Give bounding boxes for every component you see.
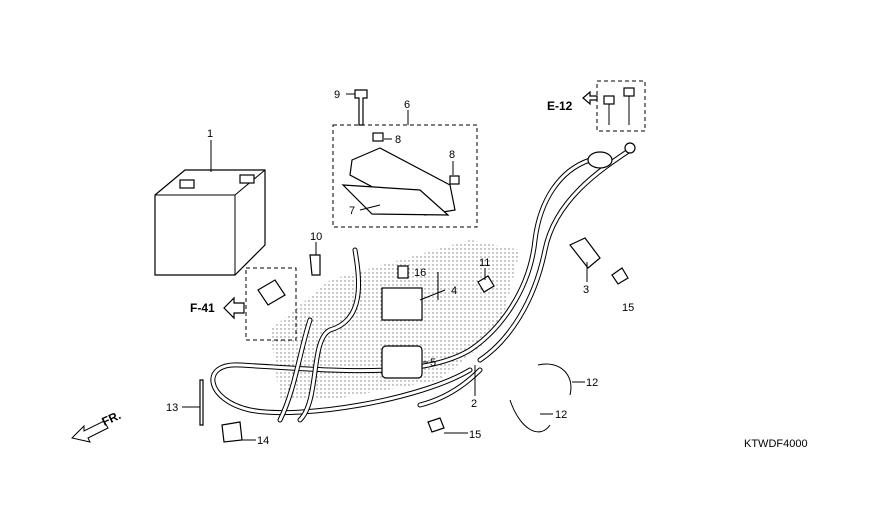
callout-3: 3 xyxy=(583,284,589,296)
diagram-code: KTWDF4000 xyxy=(744,438,808,450)
front-arrow-icon xyxy=(71,420,109,443)
fuse-box-part xyxy=(341,89,460,216)
ref-e12[interactable]: E-12 xyxy=(547,99,573,113)
ref-f41[interactable]: F-41 xyxy=(190,301,215,315)
band-12a-part xyxy=(537,363,572,396)
wire-harness xyxy=(210,142,636,423)
callout-8b: 8 xyxy=(449,149,455,161)
callout-10: 10 xyxy=(310,231,322,243)
callout-9: 9 xyxy=(334,89,340,101)
callout-13: 13 xyxy=(166,402,178,414)
fuse-box-frame xyxy=(332,124,478,228)
callout-6: 6 xyxy=(404,99,410,111)
fuse-16-part xyxy=(397,265,409,279)
callout-15a: 15 xyxy=(622,302,634,314)
callout-8a: 8 xyxy=(395,134,401,146)
front-label: FR. xyxy=(100,408,123,429)
relay-5-part xyxy=(381,345,423,379)
e12-frame xyxy=(596,80,646,132)
callout-16: 16 xyxy=(414,267,426,279)
callout-12a: 12 xyxy=(586,377,598,389)
e12-bolts xyxy=(603,87,635,125)
bolt-15b-part xyxy=(427,417,445,433)
clip-13-part xyxy=(199,379,204,426)
bolt-10-part xyxy=(309,254,321,276)
f41-connector xyxy=(257,279,286,306)
battery-part xyxy=(154,169,266,276)
leader-lines xyxy=(182,93,588,441)
callout-15b: 15 xyxy=(469,429,481,441)
callout-1: 1 xyxy=(207,128,213,140)
relay-4-part xyxy=(381,287,423,321)
callout-11: 11 xyxy=(479,257,490,269)
e12-arrow-icon xyxy=(582,90,598,106)
f41-arrow-icon xyxy=(223,296,245,320)
clip-14-part xyxy=(221,421,243,443)
callout-4: 4 xyxy=(451,285,457,297)
callout-7: 7 xyxy=(349,205,355,217)
callout-12b: 12 xyxy=(555,409,567,421)
cap-3-part xyxy=(569,237,601,269)
bolt-15a-part xyxy=(611,267,629,285)
callout-14: 14 xyxy=(257,435,269,447)
f41-frame xyxy=(245,267,297,341)
band-12b-part xyxy=(509,399,551,433)
callout-2: 2 xyxy=(471,398,477,410)
callout-5: 5 xyxy=(430,357,436,369)
